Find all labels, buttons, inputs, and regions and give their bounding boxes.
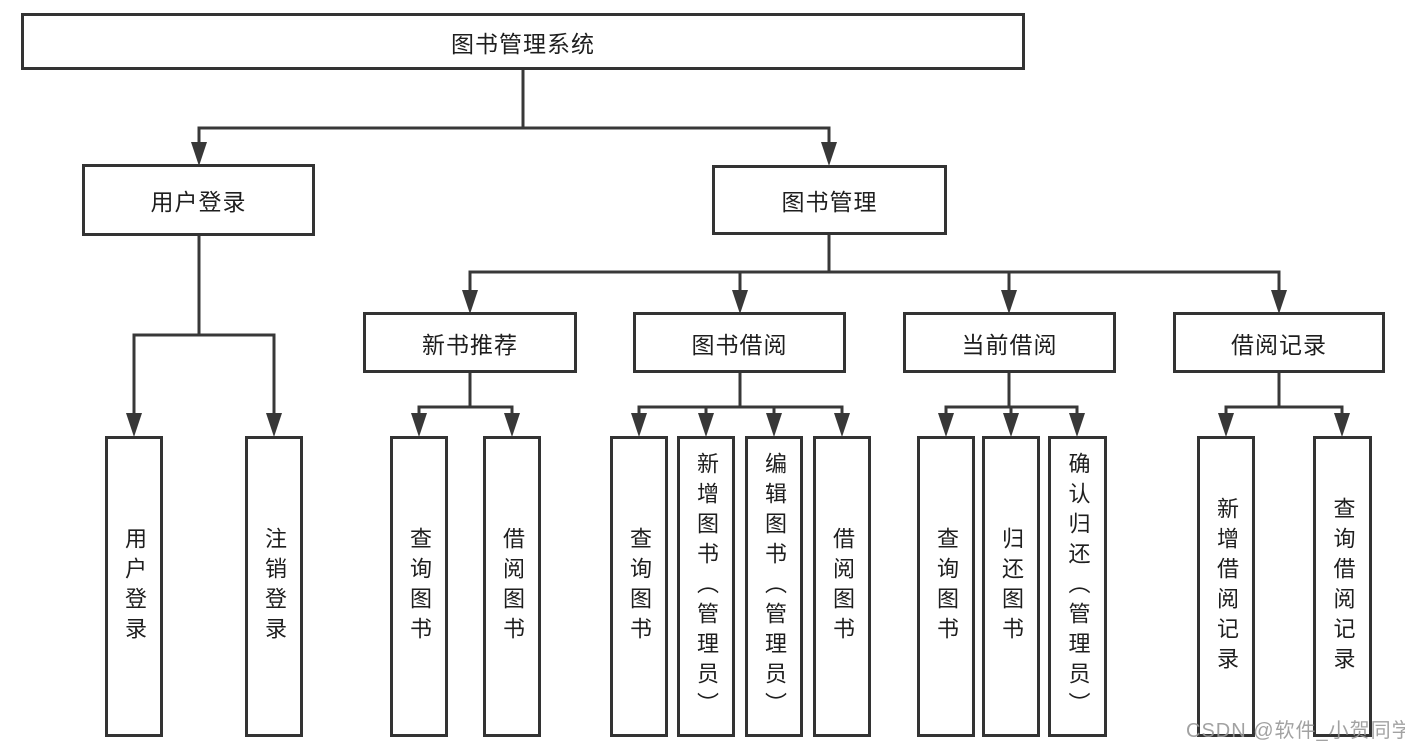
watermark: CSDN @软件_小贺同学 (1186, 720, 1405, 742)
leaf-return-books-label: 归还图书 (999, 526, 1024, 647)
node-borrow-records-label: 借阅记录 (1231, 331, 1327, 358)
leaf-borrow-books: 借阅图书 (813, 436, 871, 737)
leaf-query-books-current: 查询图书 (917, 436, 975, 737)
leaf-query-books-current-label: 查询图书 (934, 526, 959, 647)
node-borrow-records: 借阅记录 (1173, 312, 1385, 373)
leaf-query-borrow-record-label: 查询借阅记录 (1330, 496, 1356, 677)
leaf-logout-login: 注销登录 (245, 436, 303, 737)
leaf-edit-books-admin: 编辑图书（管理员） (745, 436, 803, 737)
leaf-query-borrow-record: 查询借阅记录 (1313, 436, 1372, 737)
node-user-login: 用户登录 (82, 164, 315, 236)
node-book-borrow-label: 图书借阅 (691, 331, 788, 358)
leaf-add-borrow-record-label: 新增借阅记录 (1214, 496, 1239, 677)
node-book-management: 图书管理 (712, 165, 947, 235)
leaf-query-books-borrow-label: 查询图书 (627, 526, 652, 647)
node-new-book-recommend-label: 新书推荐 (422, 331, 518, 358)
leaf-add-books-admin-label: 新增图书（管理员） (694, 451, 719, 722)
node-root: 图书管理系统 (21, 13, 1025, 70)
node-user-login-label: 用户登录 (150, 189, 247, 215)
node-new-book-recommend: 新书推荐 (363, 312, 577, 373)
leaf-query-books-borrow: 查询图书 (610, 436, 668, 737)
leaf-user-login-label: 用户登录 (122, 526, 147, 647)
node-root-label: 图书管理系统 (451, 30, 595, 57)
leaf-user-login: 用户登录 (105, 436, 163, 737)
leaf-edit-books-admin-label: 编辑图书（管理员） (762, 451, 787, 722)
leaf-confirm-return-admin: 确认归还（管理员） (1048, 436, 1107, 737)
leaf-borrow-books-label: 借阅图书 (830, 526, 855, 647)
leaf-add-books-admin: 新增图书（管理员） (677, 436, 735, 737)
leaf-query-books-recommend-label: 查询图书 (407, 526, 432, 647)
leaf-borrow-books-recommend: 借阅图书 (483, 436, 541, 737)
leaf-return-books: 归还图书 (982, 436, 1040, 737)
node-current-borrow-label: 当前借阅 (961, 331, 1058, 358)
node-current-borrow: 当前借阅 (903, 312, 1116, 373)
leaf-borrow-books-recommend-label: 借阅图书 (500, 526, 525, 647)
leaf-add-borrow-record: 新增借阅记录 (1197, 436, 1255, 737)
node-book-management-label: 图书管理 (781, 189, 878, 215)
leaf-logout-login-label: 注销登录 (262, 526, 287, 647)
node-book-borrow: 图书借阅 (633, 312, 846, 373)
leaf-query-books-recommend: 查询图书 (390, 436, 448, 737)
leaf-confirm-return-admin-label: 确认归还（管理员） (1065, 451, 1091, 722)
